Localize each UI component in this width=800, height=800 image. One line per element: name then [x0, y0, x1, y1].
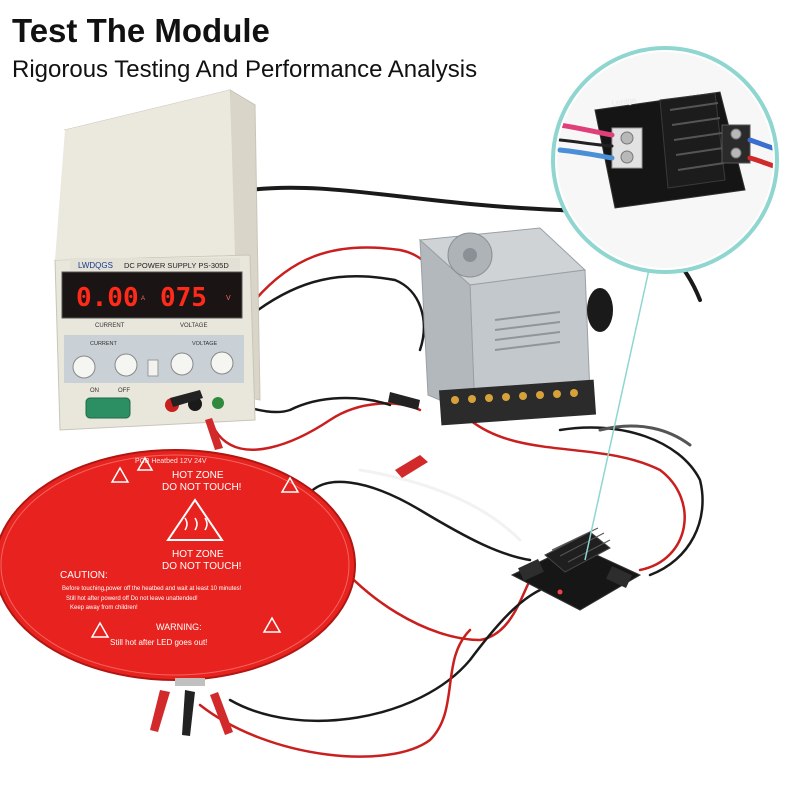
red-wire-bottom-loop: [198, 628, 472, 758]
inset-screw-4: [730, 147, 742, 159]
current-coarse-knob: [72, 355, 96, 379]
voltage-display: 075: [160, 283, 207, 313]
heatbed-inner-edge: [0, 454, 350, 676]
caution-title: CAUTION:: [60, 570, 108, 581]
module-heatsink: [544, 527, 611, 573]
red-clip-bed-2: [210, 692, 233, 735]
inset-heatsink: [659, 92, 726, 189]
inset-screw-3: [730, 128, 742, 140]
range-switch: [147, 359, 159, 377]
bench-psu-upper-body: [55, 90, 235, 260]
ground-terminal: [212, 397, 224, 409]
inset-pointer-line: [584, 264, 651, 561]
red-clip-psu: [395, 455, 428, 478]
module-terminal-right: [606, 566, 632, 588]
inset-pcb-label: Lerdge: [611, 96, 637, 108]
current-display: 0.00: [76, 283, 139, 313]
switching-power-supply: [418, 227, 613, 426]
module-terminal-left: [518, 559, 544, 581]
do-not-touch-label-2: DO NOT TOUCH!: [162, 561, 241, 572]
current-fine-knob: [114, 353, 138, 377]
black-clip-bed: [182, 690, 195, 736]
heat-waves-icon: [184, 517, 208, 531]
voltage-caption: VOLTAGE: [180, 323, 207, 329]
inset-screw-1: [620, 131, 634, 145]
hot-surface-warning-icon-large: [166, 498, 224, 541]
red-wire-to-module: [468, 418, 686, 572]
model-label-bar: [70, 258, 240, 270]
heatbed-top-label: PCB Heatbed 12V 24V: [135, 458, 207, 465]
hot-surface-warning-icon-1: [136, 456, 154, 471]
gray-cable-right: [598, 424, 692, 447]
brand-label: LWDQGS: [78, 261, 113, 270]
red-wire-front: [213, 402, 422, 451]
mosfet-module: [510, 264, 651, 611]
current-knob-caption: CURRENT: [90, 341, 118, 347]
warning-line: Still hot after LED goes out!: [110, 638, 207, 647]
hot-zone-label-2: HOT ZONE: [172, 549, 224, 560]
fan-hub: [463, 248, 477, 262]
white-wire: [358, 468, 522, 542]
red-clip-bed: [150, 690, 170, 732]
black-clip-psu: [388, 392, 420, 410]
alligator-clips-bottom: [150, 690, 233, 736]
inset-screw-2: [620, 150, 634, 164]
current-unit: A: [141, 296, 145, 302]
voltage-unit: V: [226, 295, 231, 302]
dc-bench-power-supply: LWDQGS DC POWER SUPPLY PS-305D 0.00 A 07…: [54, 89, 261, 431]
module-closeup-inset: Lerdge: [551, 46, 779, 274]
psu-terminal-screws: [451, 389, 578, 404]
power-switch: [85, 397, 131, 419]
heatbed-connector-tab: [175, 678, 205, 686]
model-label: DC POWER SUPPLY PS-305D: [124, 261, 229, 270]
inset-wires: [557, 122, 773, 173]
display-panel: [61, 271, 243, 319]
inset-content: Lerdge: [557, 52, 773, 268]
do-not-touch-label-1: DO NOT TOUCH!: [162, 482, 241, 493]
hot-surface-warning-icon-2: [280, 476, 300, 493]
hot-surface-warning-icon-4: [90, 621, 110, 638]
vent-slots: [494, 311, 561, 351]
hot-surface-warning-icon-3: [110, 466, 130, 483]
on-label: ON: [90, 388, 99, 394]
caution-line-3: Keep away from children!: [70, 605, 138, 611]
off-label: OFF: [118, 388, 130, 394]
module-led: [557, 589, 563, 595]
pcb-heatbed: PCB Heatbed 12V 24V HOT ZONE DO NOT TOUC…: [0, 449, 356, 686]
voltage-coarse-knob: [170, 352, 194, 376]
cable-grommet: [587, 288, 613, 332]
caution-line-1: Before touching,power off the heatbed an…: [62, 586, 242, 592]
page-title: Test The Module: [12, 12, 270, 49]
caution-line-2: Still hot after powerd off Do not leave …: [66, 596, 198, 602]
black-wire-psu-top: [256, 275, 425, 352]
red-clip-bench: [205, 418, 223, 450]
voltage-knob-caption: VOLTAGE: [192, 341, 217, 347]
alligator-clips-top: [170, 390, 428, 478]
warning-title: WARNING:: [156, 622, 202, 632]
black-wire-bed-left: [303, 480, 532, 562]
voltage-fine-knob: [210, 351, 234, 375]
hot-zone-label-1: HOT ZONE: [172, 470, 224, 481]
black-clip-bench: [170, 390, 203, 407]
hot-surface-warning-icon-5: [262, 616, 282, 633]
page-subtitle: Rigorous Testing And Performance Analysi…: [12, 56, 478, 83]
current-caption: CURRENT: [95, 323, 125, 329]
